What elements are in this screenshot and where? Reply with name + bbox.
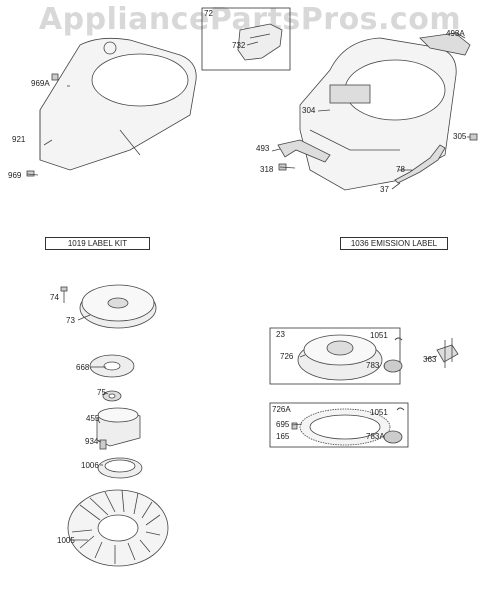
screw-934 [99,439,107,450]
ring-1006 [97,457,143,479]
flywheel-1005 [67,489,169,567]
label-969a: 969A [31,79,50,88]
clip-1051-b [396,407,405,411]
screw-74 [60,286,68,303]
label-783a: 783A [366,432,385,441]
label-493: 493 [256,144,270,153]
label-75: 75 [97,388,106,397]
bracket-493a [419,32,471,56]
label-695: 695 [276,420,290,429]
label-732: 732 [232,41,246,50]
label-726: 726 [280,352,294,361]
screw-969a [51,73,59,81]
label-493a: 493A [446,29,465,38]
screen-668 [89,354,135,378]
label-668: 668 [76,363,90,372]
label-74: 74 [50,293,59,302]
baffle-732 [237,23,283,61]
strap-78-37 [394,144,446,184]
terminal-363 [436,338,459,368]
label-305: 305 [453,132,467,141]
label-72: 72 [204,9,213,18]
screw-305 [469,133,478,141]
label-37: 37 [380,185,389,194]
label-78: 78 [396,165,405,174]
screw-695 [291,422,298,430]
label-23: 23 [276,330,285,339]
clip-1051-a [394,337,403,341]
label-363: 363 [423,355,437,364]
label-934: 934 [85,437,99,446]
cup-455 [96,407,141,447]
gear-783 [383,359,403,373]
blower-housing-921 [39,37,197,171]
label-318: 318 [260,165,274,174]
label-kit-box: 1019 LABEL KIT [45,237,150,250]
blower-housing-304 [299,37,457,191]
label-921: 921 [12,135,26,144]
label-1006: 1006 [81,461,99,470]
label-455: 455 [86,414,100,423]
flywheel-726 [297,334,383,381]
label-304: 304 [302,106,316,115]
label-783: 783 [366,361,380,370]
gear-783a [383,430,403,444]
label-1051-b: 1051 [370,408,388,417]
label-1005: 1005 [57,536,75,545]
bracket-493 [277,139,331,163]
ring-gear-726a [299,408,391,446]
label-1051-a: 1051 [370,331,388,340]
screw-969 [26,170,35,177]
label-726a: 726A [272,405,291,414]
label-73: 73 [66,316,75,325]
rewind-starter-73 [79,284,157,329]
emission-label-box: 1036 EMISSION LABEL [340,237,448,250]
label-969: 969 [8,171,22,180]
label-165: 165 [276,432,290,441]
